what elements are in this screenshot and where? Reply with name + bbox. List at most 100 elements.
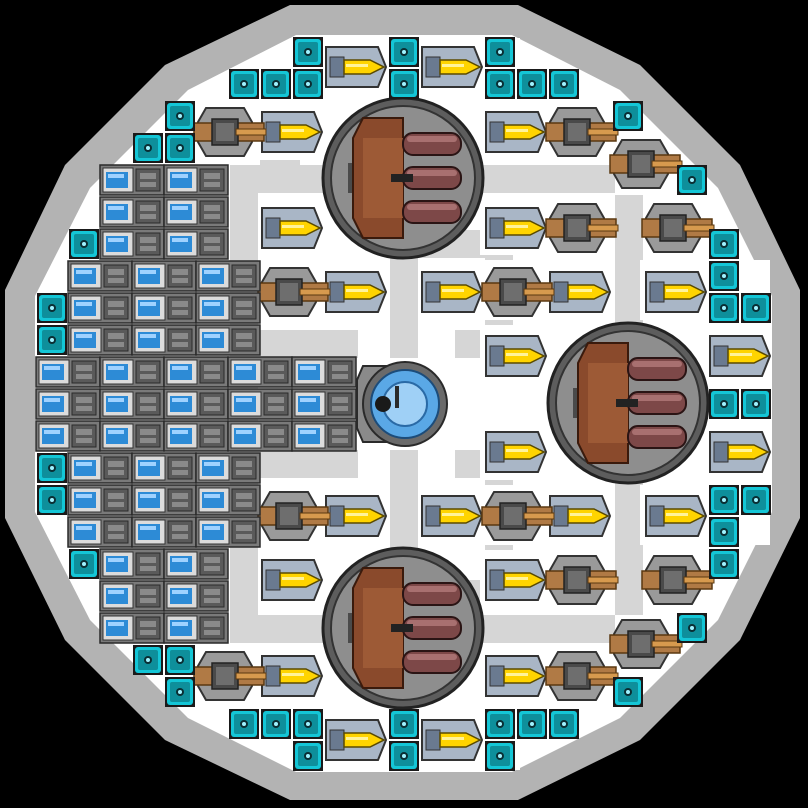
thruster	[325, 46, 388, 88]
shield-node	[549, 69, 579, 99]
cannon	[193, 651, 267, 701]
corridor-segment	[260, 160, 300, 188]
thruster	[645, 495, 708, 537]
shield-node	[133, 645, 163, 675]
shield-node	[709, 485, 739, 515]
thruster	[261, 207, 324, 249]
shield-node	[37, 325, 67, 355]
battery-cell	[131, 516, 197, 548]
thruster	[325, 271, 388, 313]
shield-node	[741, 485, 771, 515]
battery-cell	[195, 484, 261, 516]
cannon	[545, 107, 619, 157]
thruster	[421, 46, 484, 88]
cannon	[545, 651, 619, 701]
shield-node	[485, 741, 515, 771]
thruster	[485, 111, 548, 153]
shield-node	[293, 741, 323, 771]
shield-node	[613, 101, 643, 131]
battery-cell	[195, 260, 261, 292]
battery-cell	[99, 580, 165, 612]
shield-node	[37, 293, 67, 323]
battery-cell	[195, 452, 261, 484]
battery-cell	[35, 388, 101, 420]
battery-cell	[227, 388, 293, 420]
shield-node	[741, 389, 771, 419]
battery-cell	[227, 356, 293, 388]
shield-node	[165, 101, 195, 131]
battery-cell	[99, 548, 165, 580]
shield-node	[709, 261, 739, 291]
shield-node	[261, 709, 291, 739]
battery-cell	[163, 388, 229, 420]
cannon	[641, 203, 715, 253]
battery-cell	[99, 356, 165, 388]
shield-node	[517, 69, 547, 99]
cannon	[481, 491, 555, 541]
cannon	[609, 139, 683, 189]
battery-cell	[163, 356, 229, 388]
thruster	[485, 655, 548, 697]
shield-node	[69, 229, 99, 259]
cannon	[257, 491, 331, 541]
shield-node	[133, 133, 163, 163]
cannon	[545, 555, 619, 605]
battery-cell	[35, 356, 101, 388]
shield-nodes	[37, 37, 771, 771]
corridor-segment	[258, 450, 358, 478]
shield-node	[37, 485, 67, 515]
shield-node	[709, 293, 739, 323]
battery-cell	[131, 484, 197, 516]
shield-node	[165, 133, 195, 163]
cannon	[641, 555, 715, 605]
thruster	[709, 335, 772, 377]
shield-node	[229, 709, 259, 739]
battery-bank	[35, 164, 357, 644]
cannon	[545, 203, 619, 253]
battery-cell	[291, 420, 357, 452]
reactor-core	[355, 358, 451, 450]
battery-cell	[99, 612, 165, 644]
battery-cell	[99, 388, 165, 420]
corridor-segment	[258, 330, 358, 358]
battery-cell	[163, 420, 229, 452]
thruster	[549, 271, 612, 313]
battery-cell	[163, 196, 229, 228]
thruster	[709, 431, 772, 473]
battery-cell	[99, 420, 165, 452]
thruster	[261, 559, 324, 601]
battery-cell	[195, 324, 261, 356]
shield-node	[389, 69, 419, 99]
shield-node	[293, 37, 323, 67]
thruster	[261, 655, 324, 697]
battery-cell	[67, 292, 133, 324]
battery-cell	[163, 228, 229, 260]
thruster	[261, 111, 324, 153]
shield-node	[165, 677, 195, 707]
battery-cell	[67, 516, 133, 548]
battery-cell	[67, 324, 133, 356]
shield-node	[517, 709, 547, 739]
cannon	[257, 267, 331, 317]
shield-node	[389, 709, 419, 739]
thruster	[549, 495, 612, 537]
shield-node	[293, 69, 323, 99]
battery-cell	[131, 292, 197, 324]
thruster	[485, 431, 548, 473]
battery-cell	[163, 580, 229, 612]
thruster	[485, 335, 548, 377]
cannon	[193, 107, 267, 157]
shield-node	[549, 709, 579, 739]
shield-node	[709, 229, 739, 259]
thruster	[421, 719, 484, 761]
shield-node	[389, 741, 419, 771]
shield-node	[709, 517, 739, 547]
battery-cell	[99, 196, 165, 228]
shield-node	[485, 69, 515, 99]
shield-node	[485, 37, 515, 67]
battery-cell	[227, 420, 293, 452]
thruster	[645, 271, 708, 313]
shield-node	[613, 677, 643, 707]
battery-cell	[67, 452, 133, 484]
shield-node	[677, 165, 707, 195]
